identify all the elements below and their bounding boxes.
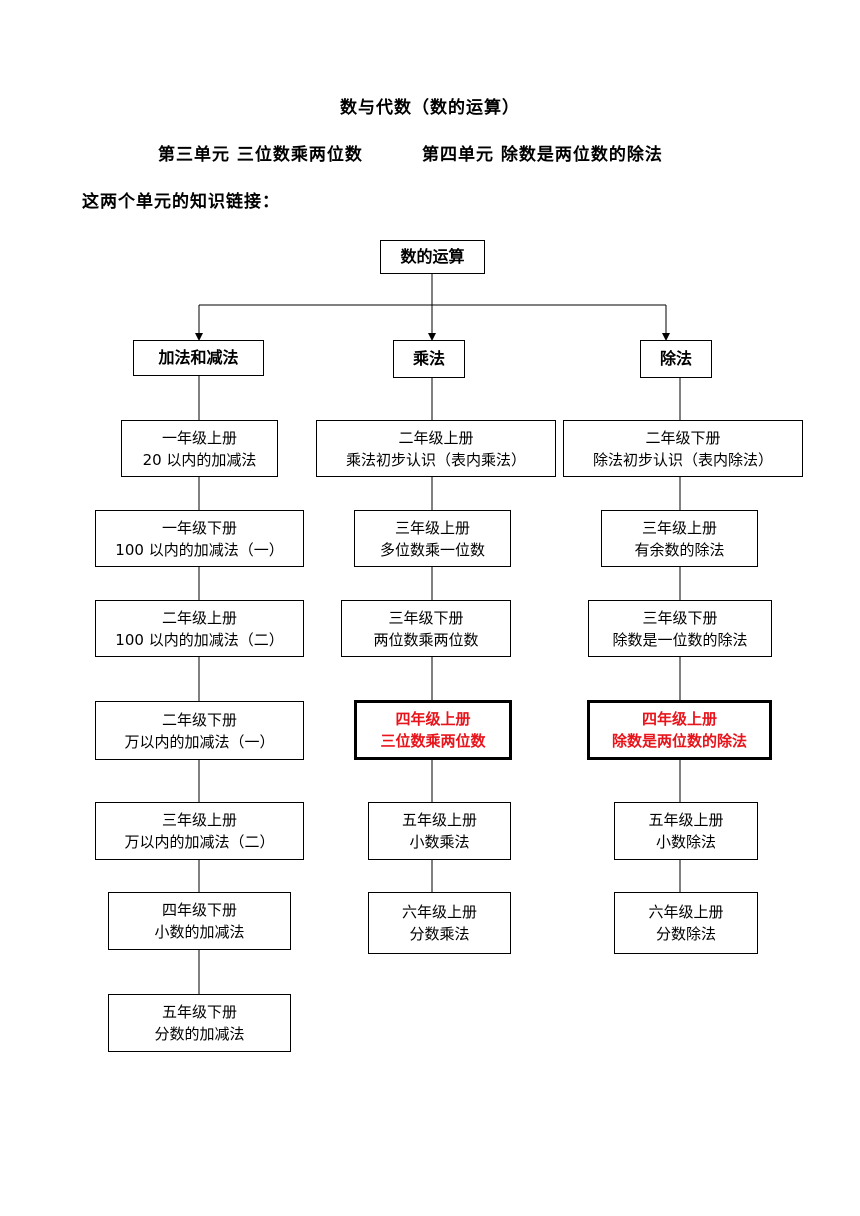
addsub-node-1: 一年级上册 20 以内的加减法 <box>121 420 278 477</box>
topic-label: 万以内的加减法（一） <box>124 732 275 751</box>
topic-label: 两位数乘两位数 <box>373 630 479 649</box>
intro-text: 这两个单元的知识链接： <box>82 192 280 212</box>
topic-label: 小数乘法 <box>409 833 470 851</box>
topic-label: 分数乘法 <box>409 925 470 943</box>
grade-label: 一年级下册 <box>161 518 237 537</box>
grade-label: 三年级上册 <box>161 811 237 829</box>
grade-label: 二年级上册 <box>398 428 474 447</box>
grade-label: 四年级下册 <box>161 901 237 919</box>
mul-node-6: 六年级上册 分数乘法 <box>368 892 511 954</box>
topic-label: 三位数乘两位数 <box>380 732 486 750</box>
topic-label: 除数是一位数的除法 <box>612 630 748 649</box>
div-node-4-highlighted: 四年级上册 除数是两位数的除法 <box>587 700 772 760</box>
mul-node-5: 五年级上册 小数乘法 <box>368 802 511 860</box>
topic-label: 有余数的除法 <box>634 540 725 559</box>
div-node-5: 五年级上册 小数除法 <box>614 802 758 860</box>
grade-label: 三年级上册 <box>641 518 717 537</box>
mul-node-1: 二年级上册 乘法初步认识（表内乘法） <box>316 420 556 477</box>
grade-label: 二年级下册 <box>645 428 721 447</box>
mul-node-2: 三年级上册 多位数乘一位数 <box>354 510 511 567</box>
unit-3-title: 第三单元 三位数乘两位数 <box>158 145 363 165</box>
topic-label: 多位数乘一位数 <box>379 540 485 559</box>
branch-addsub-box: 加法和减法 <box>133 340 264 376</box>
topic-label: 除数是两位数的除法 <box>611 732 747 750</box>
grade-label: 一年级上册 <box>161 428 237 447</box>
topic-label: 万以内的加减法（二） <box>124 833 275 851</box>
topic-label: 小数的加减法 <box>154 923 245 941</box>
grade-label: 二年级上册 <box>161 608 237 627</box>
topic-label: 100 以内的加减法（二） <box>115 630 284 649</box>
div-node-3: 三年级下册 除数是一位数的除法 <box>588 600 772 657</box>
branch-mul-box: 乘法 <box>393 340 465 378</box>
addsub-node-7: 五年级下册 分数的加减法 <box>108 994 291 1052</box>
grade-label: 四年级上册 <box>641 710 717 728</box>
grade-label: 三年级下册 <box>388 608 464 627</box>
div-node-6: 六年级上册 分数除法 <box>614 892 758 954</box>
page-title: 数与代数（数的运算） <box>340 98 520 118</box>
topic-label: 除法初步认识（表内除法） <box>592 450 773 469</box>
branch-div-box: 除法 <box>640 340 712 378</box>
addsub-node-4: 二年级下册 万以内的加减法（一） <box>95 701 304 760</box>
unit-4-title: 第四单元 除数是两位数的除法 <box>422 145 663 165</box>
addsub-node-2: 一年级下册 100 以内的加减法（一） <box>95 510 304 567</box>
grade-label: 六年级上册 <box>648 903 724 921</box>
topic-label: 20 以内的加减法 <box>142 450 257 469</box>
topic-label: 分数的加减法 <box>154 1025 245 1043</box>
branch-mul-label: 乘法 <box>412 349 445 368</box>
grade-label: 五年级上册 <box>401 811 477 829</box>
addsub-node-3: 二年级上册 100 以内的加减法（二） <box>95 600 304 657</box>
root-label: 数的运算 <box>400 247 465 266</box>
topic-label: 分数除法 <box>655 925 716 943</box>
addsub-node-5: 三年级上册 万以内的加减法（二） <box>95 802 304 860</box>
addsub-node-6: 四年级下册 小数的加减法 <box>108 892 291 950</box>
branch-div-label: 除法 <box>659 349 692 368</box>
grade-label: 五年级上册 <box>648 811 724 829</box>
grade-label: 三年级下册 <box>642 608 718 627</box>
grade-label: 四年级上册 <box>395 710 471 728</box>
grade-label: 六年级上册 <box>401 903 477 921</box>
branch-addsub-label: 加法和减法 <box>158 348 239 367</box>
topic-label: 小数除法 <box>655 833 716 851</box>
grade-label: 三年级上册 <box>394 518 470 537</box>
topic-label: 100 以内的加减法（一） <box>115 540 284 559</box>
grade-label: 二年级下册 <box>161 710 237 729</box>
mul-node-4-highlighted: 四年级上册 三位数乘两位数 <box>354 700 512 760</box>
topic-label: 乘法初步认识（表内乘法） <box>345 450 526 469</box>
mul-node-3: 三年级下册 两位数乘两位数 <box>341 600 511 657</box>
root-box: 数的运算 <box>380 240 485 274</box>
grade-label: 五年级下册 <box>161 1003 237 1021</box>
div-node-2: 三年级上册 有余数的除法 <box>601 510 758 567</box>
div-node-1: 二年级下册 除法初步认识（表内除法） <box>563 420 803 477</box>
